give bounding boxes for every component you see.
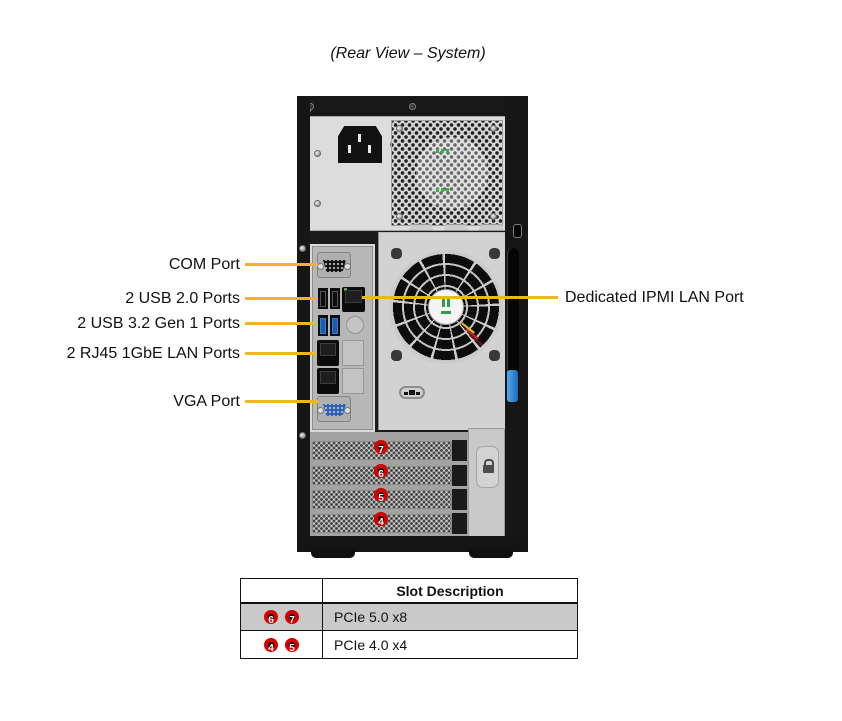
keyhole-cutout (399, 386, 425, 399)
psu-led-icon (436, 149, 450, 153)
chassis-foot (311, 549, 355, 558)
com-port (317, 252, 351, 278)
fan-mount-hole (391, 248, 402, 259)
ac-pin (348, 145, 351, 153)
fan-hub-label (428, 289, 464, 325)
callout-label-com: COM Port (168, 256, 240, 273)
blue-release-latch (507, 370, 518, 402)
callout-label-usb3: 2 USB 3.2 Gen 1 Ports (77, 315, 240, 332)
screw-icon (490, 213, 497, 220)
slot-number-badge: 4 (374, 512, 388, 528)
slot-number-badge: 4 (264, 637, 278, 654)
psu-vent-grille (391, 120, 503, 226)
ac-power-inlet (338, 126, 382, 163)
slot-description-cell: PCIe 5.0 x8 (334, 609, 408, 625)
server-chassis-rear: 7 6 5 4 (297, 96, 528, 552)
callout-label-usb2: 2 USB 2.0 Ports (125, 290, 240, 307)
screw-icon (299, 432, 306, 439)
callout-line-usb3 (245, 322, 314, 325)
fan-mount-hole (489, 248, 500, 259)
table-header-row: Slot Description (241, 579, 577, 604)
screw-icon (314, 200, 321, 207)
callout-label-ipmi: Dedicated IPMI LAN Port (565, 289, 744, 306)
ipmi-lan-port (342, 287, 365, 312)
callout-label-lan: 2 RJ45 1GbE LAN Ports (66, 345, 240, 362)
screw-icon (314, 150, 321, 157)
motherboard-io-panel (310, 244, 375, 432)
padlock-icon (483, 459, 494, 473)
slot-number-badge: 5 (374, 488, 388, 504)
table-row: 6 7 PCIe 5.0 x8 (241, 604, 577, 631)
slot-badge-cell: 4 5 (241, 631, 323, 658)
callout-line-ipmi (362, 296, 558, 299)
psu-led-icon (436, 188, 450, 192)
callout-line-com (245, 263, 318, 266)
slot-connector (452, 489, 467, 510)
callout-label-vga: VGA Port (173, 393, 240, 410)
usb3-port (318, 315, 328, 336)
lock-inset (476, 446, 499, 488)
psu-tab (479, 224, 503, 231)
usb3-port (330, 315, 340, 336)
chassis-bottom-band (297, 536, 528, 552)
slot-number-badge: 5 (285, 637, 299, 654)
table-corner-cell (241, 579, 323, 602)
slot-number-badge: 6 (264, 610, 278, 626)
screw-icon (490, 125, 497, 132)
table-header-cell: Slot Description (396, 582, 504, 599)
vga-port (317, 396, 351, 422)
slot-connector (452, 465, 467, 486)
figure-title: (Rear View – System) (330, 45, 486, 62)
ac-pin (368, 145, 371, 153)
screw-icon (409, 103, 416, 110)
psu-tab (409, 224, 433, 231)
slot-description-cell: PCIe 4.0 x4 (334, 636, 408, 653)
slot-badge-cell: 6 7 (241, 604, 323, 630)
slot-number-badge: 6 (374, 464, 388, 480)
chassis-foot (469, 549, 513, 558)
lan-port-1 (317, 340, 339, 366)
screw-icon (396, 213, 403, 220)
slot-connector (452, 513, 467, 534)
callout-line-usb2 (245, 297, 318, 300)
power-supply-unit (308, 116, 508, 231)
vga-port-connector (323, 404, 346, 416)
side-latch-groove (507, 248, 519, 398)
callout-line-vga (245, 400, 318, 403)
chassis-right-edge (505, 96, 528, 552)
slot-connector (452, 440, 467, 461)
psu-tab (444, 224, 468, 231)
screw-icon (396, 125, 403, 132)
kensington-lock-slot (513, 224, 522, 238)
slot-description-table: Slot Description 6 7 PCIe 5.0 x8 4 5 PCI… (240, 578, 578, 659)
slot-number-badge: 7 (374, 440, 388, 456)
rear-fan-panel (378, 232, 506, 430)
usb2-port (330, 288, 340, 309)
fan-mount-hole (391, 350, 402, 361)
callout-line-lan (245, 352, 316, 355)
usb2-port (318, 288, 328, 309)
lan-port-2 (317, 368, 339, 394)
com-port-connector (323, 260, 346, 272)
ac-pin (358, 134, 361, 142)
side-lock-panel (468, 428, 505, 538)
screw-icon (299, 245, 306, 252)
psu-fan-silhouette (416, 137, 488, 209)
fan-mount-hole (489, 350, 500, 361)
slot-number-badge: 7 (285, 610, 299, 626)
blank-plate (342, 368, 364, 394)
io-knockout-circle (346, 316, 364, 334)
table-row: 4 5 PCIe 4.0 x4 (241, 631, 577, 658)
rear-case-fan (389, 250, 503, 364)
blank-plate (342, 340, 364, 366)
